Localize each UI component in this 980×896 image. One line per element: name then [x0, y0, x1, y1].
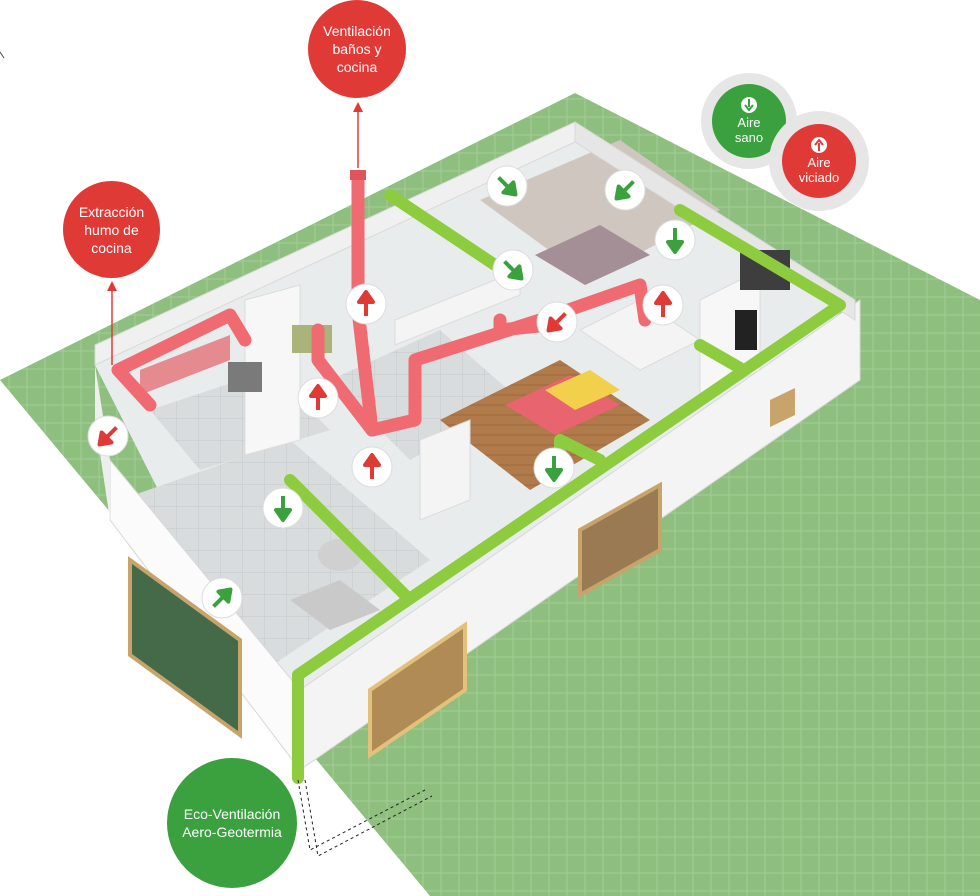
- fresh-duct-bedroom: [384, 189, 501, 271]
- fresh-duct-living: [284, 474, 411, 601]
- stale-air-arrow-badge: [87, 415, 129, 457]
- legend-stale-air: Aire viciado: [782, 124, 856, 198]
- arrow-down-icon: [545, 456, 563, 482]
- living-room-floor: [120, 440, 430, 680]
- stale-duct-kitchen: [111, 308, 252, 412]
- underground-pipe: [297, 779, 426, 851]
- stale-duct-chimney-cap: [350, 170, 366, 180]
- ventilation-label: Ventilación baños y cocina: [308, 0, 406, 98]
- fresh-air-arrow-badge: [262, 487, 304, 529]
- fresh-duct-bath: [694, 339, 746, 374]
- legend-healthy-text: Aire sano: [734, 115, 764, 145]
- stale-air-arrow-badge: [351, 446, 393, 488]
- stale-air-arrow-badge: [345, 283, 387, 325]
- arrow-up-icon: [357, 290, 375, 316]
- stale-duct-bath: [493, 313, 555, 337]
- arrow-diagonal-icon: [97, 426, 118, 447]
- stale-air-arrow-badge: [297, 377, 339, 419]
- arrow-diagonal-icon: [546, 312, 567, 333]
- tv: [735, 310, 757, 350]
- window: [368, 621, 467, 759]
- fresh-air-arrow-badge: [492, 249, 534, 291]
- stove: [228, 362, 262, 392]
- kitchen-extraction-label: Extracción humo de cocina: [63, 181, 160, 278]
- arrow-diagonal-icon: [497, 176, 518, 197]
- bed: [535, 225, 650, 285]
- interior-wall: [394, 269, 521, 346]
- bedroom-floor: [480, 140, 720, 280]
- arrow-down-icon: [274, 496, 292, 522]
- stale-air-arrow-badge: [536, 301, 578, 343]
- top-left-tick: [0, 51, 5, 59]
- fresh-air-arrow-badge: [201, 577, 243, 619]
- arrow-diagonal-icon: [503, 260, 524, 281]
- sofa: [290, 580, 380, 630]
- eco-ventilation-label: Eco-Ventilación Aero-Geotermia: [167, 758, 297, 888]
- interior-wall: [244, 284, 301, 456]
- underground-pipe: [304, 779, 433, 857]
- arrow-up-icon: [353, 102, 363, 112]
- fresh-duct-main: [292, 204, 846, 784]
- bed-cover: [545, 370, 620, 410]
- arrow-diagonal-icon: [212, 587, 233, 608]
- stale-duct-branch: [311, 323, 379, 437]
- window: [128, 556, 242, 739]
- arrow-up-icon: [811, 137, 827, 153]
- stale-air-arrow-badge: [642, 284, 684, 326]
- legend-stale-text: Aire viciado: [798, 155, 840, 185]
- interior-wall: [419, 419, 471, 521]
- arrow-diagonal-icon: [614, 180, 635, 201]
- arrow-up-icon: [363, 453, 381, 479]
- arrow-up-icon: [309, 384, 327, 410]
- fresh-air-arrow-badge: [533, 447, 575, 489]
- arrow-down-icon: [741, 97, 757, 113]
- kitchen-counter: [140, 335, 230, 395]
- arrow-up-icon: [107, 281, 117, 291]
- fresh-air-arrow-badge: [654, 219, 696, 261]
- arrow-up-icon: [654, 291, 672, 317]
- arrow-down-icon: [666, 228, 684, 254]
- fresh-air-arrow-badge: [486, 165, 528, 207]
- fresh-air-arrow-badge: [604, 169, 646, 211]
- window: [770, 388, 795, 427]
- window: [578, 481, 662, 599]
- fresh-air-ducts: [284, 189, 846, 784]
